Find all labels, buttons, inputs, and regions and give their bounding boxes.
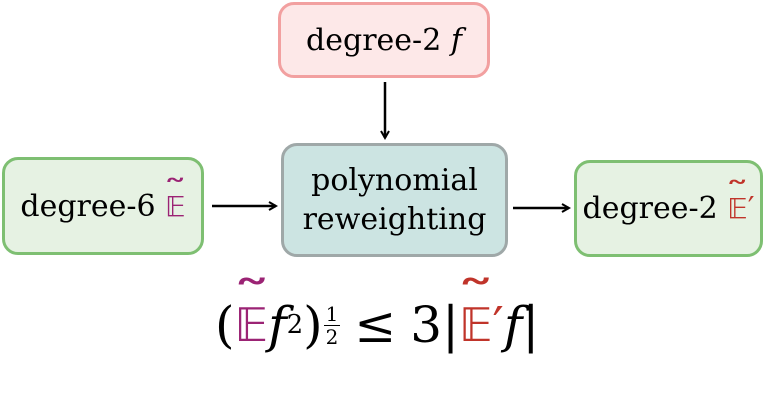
- degree-2-pseudo-expectation-box: degree-2 𝔼′: [574, 160, 763, 257]
- left-box-symbol: 𝔼: [165, 189, 185, 225]
- center-box-line2: reweighting: [302, 202, 487, 237]
- degree-6-pseudo-expectation-box: degree-6 𝔼: [2, 157, 204, 255]
- formula-coefficient: 3: [410, 296, 443, 354]
- inequality-formula: ( 𝔼 f 2 ) 1 2 ≤ 3 | 𝔼′ f |: [215, 280, 615, 370]
- center-box-line1: polynomial: [311, 163, 478, 198]
- formula-pseudo-expectation-2: 𝔼: [459, 298, 493, 352]
- left-box-label: degree-6: [20, 188, 156, 224]
- formula-leq: ≤: [354, 296, 397, 354]
- top-box-label: degree-2: [306, 22, 442, 58]
- formula-square: 2: [286, 310, 304, 340]
- formula-abs-close: |: [522, 296, 540, 354]
- exponent-denominator: 2: [325, 324, 339, 349]
- top-box-variable: f: [450, 22, 462, 58]
- formula-f-2: f: [503, 296, 523, 354]
- exponent-numerator: 1: [323, 301, 341, 326]
- formula-exponent-half: 1 2: [323, 301, 341, 349]
- formula-pseudo-expectation-1: 𝔼: [235, 298, 269, 352]
- formula-close-paren: ): [303, 296, 323, 354]
- polynomial-reweighting-box: polynomial reweighting: [281, 143, 508, 257]
- degree-2-f-box: degree-2 f: [278, 2, 490, 78]
- right-box-label: degree-2: [582, 191, 718, 226]
- right-box-symbol: 𝔼: [727, 191, 747, 227]
